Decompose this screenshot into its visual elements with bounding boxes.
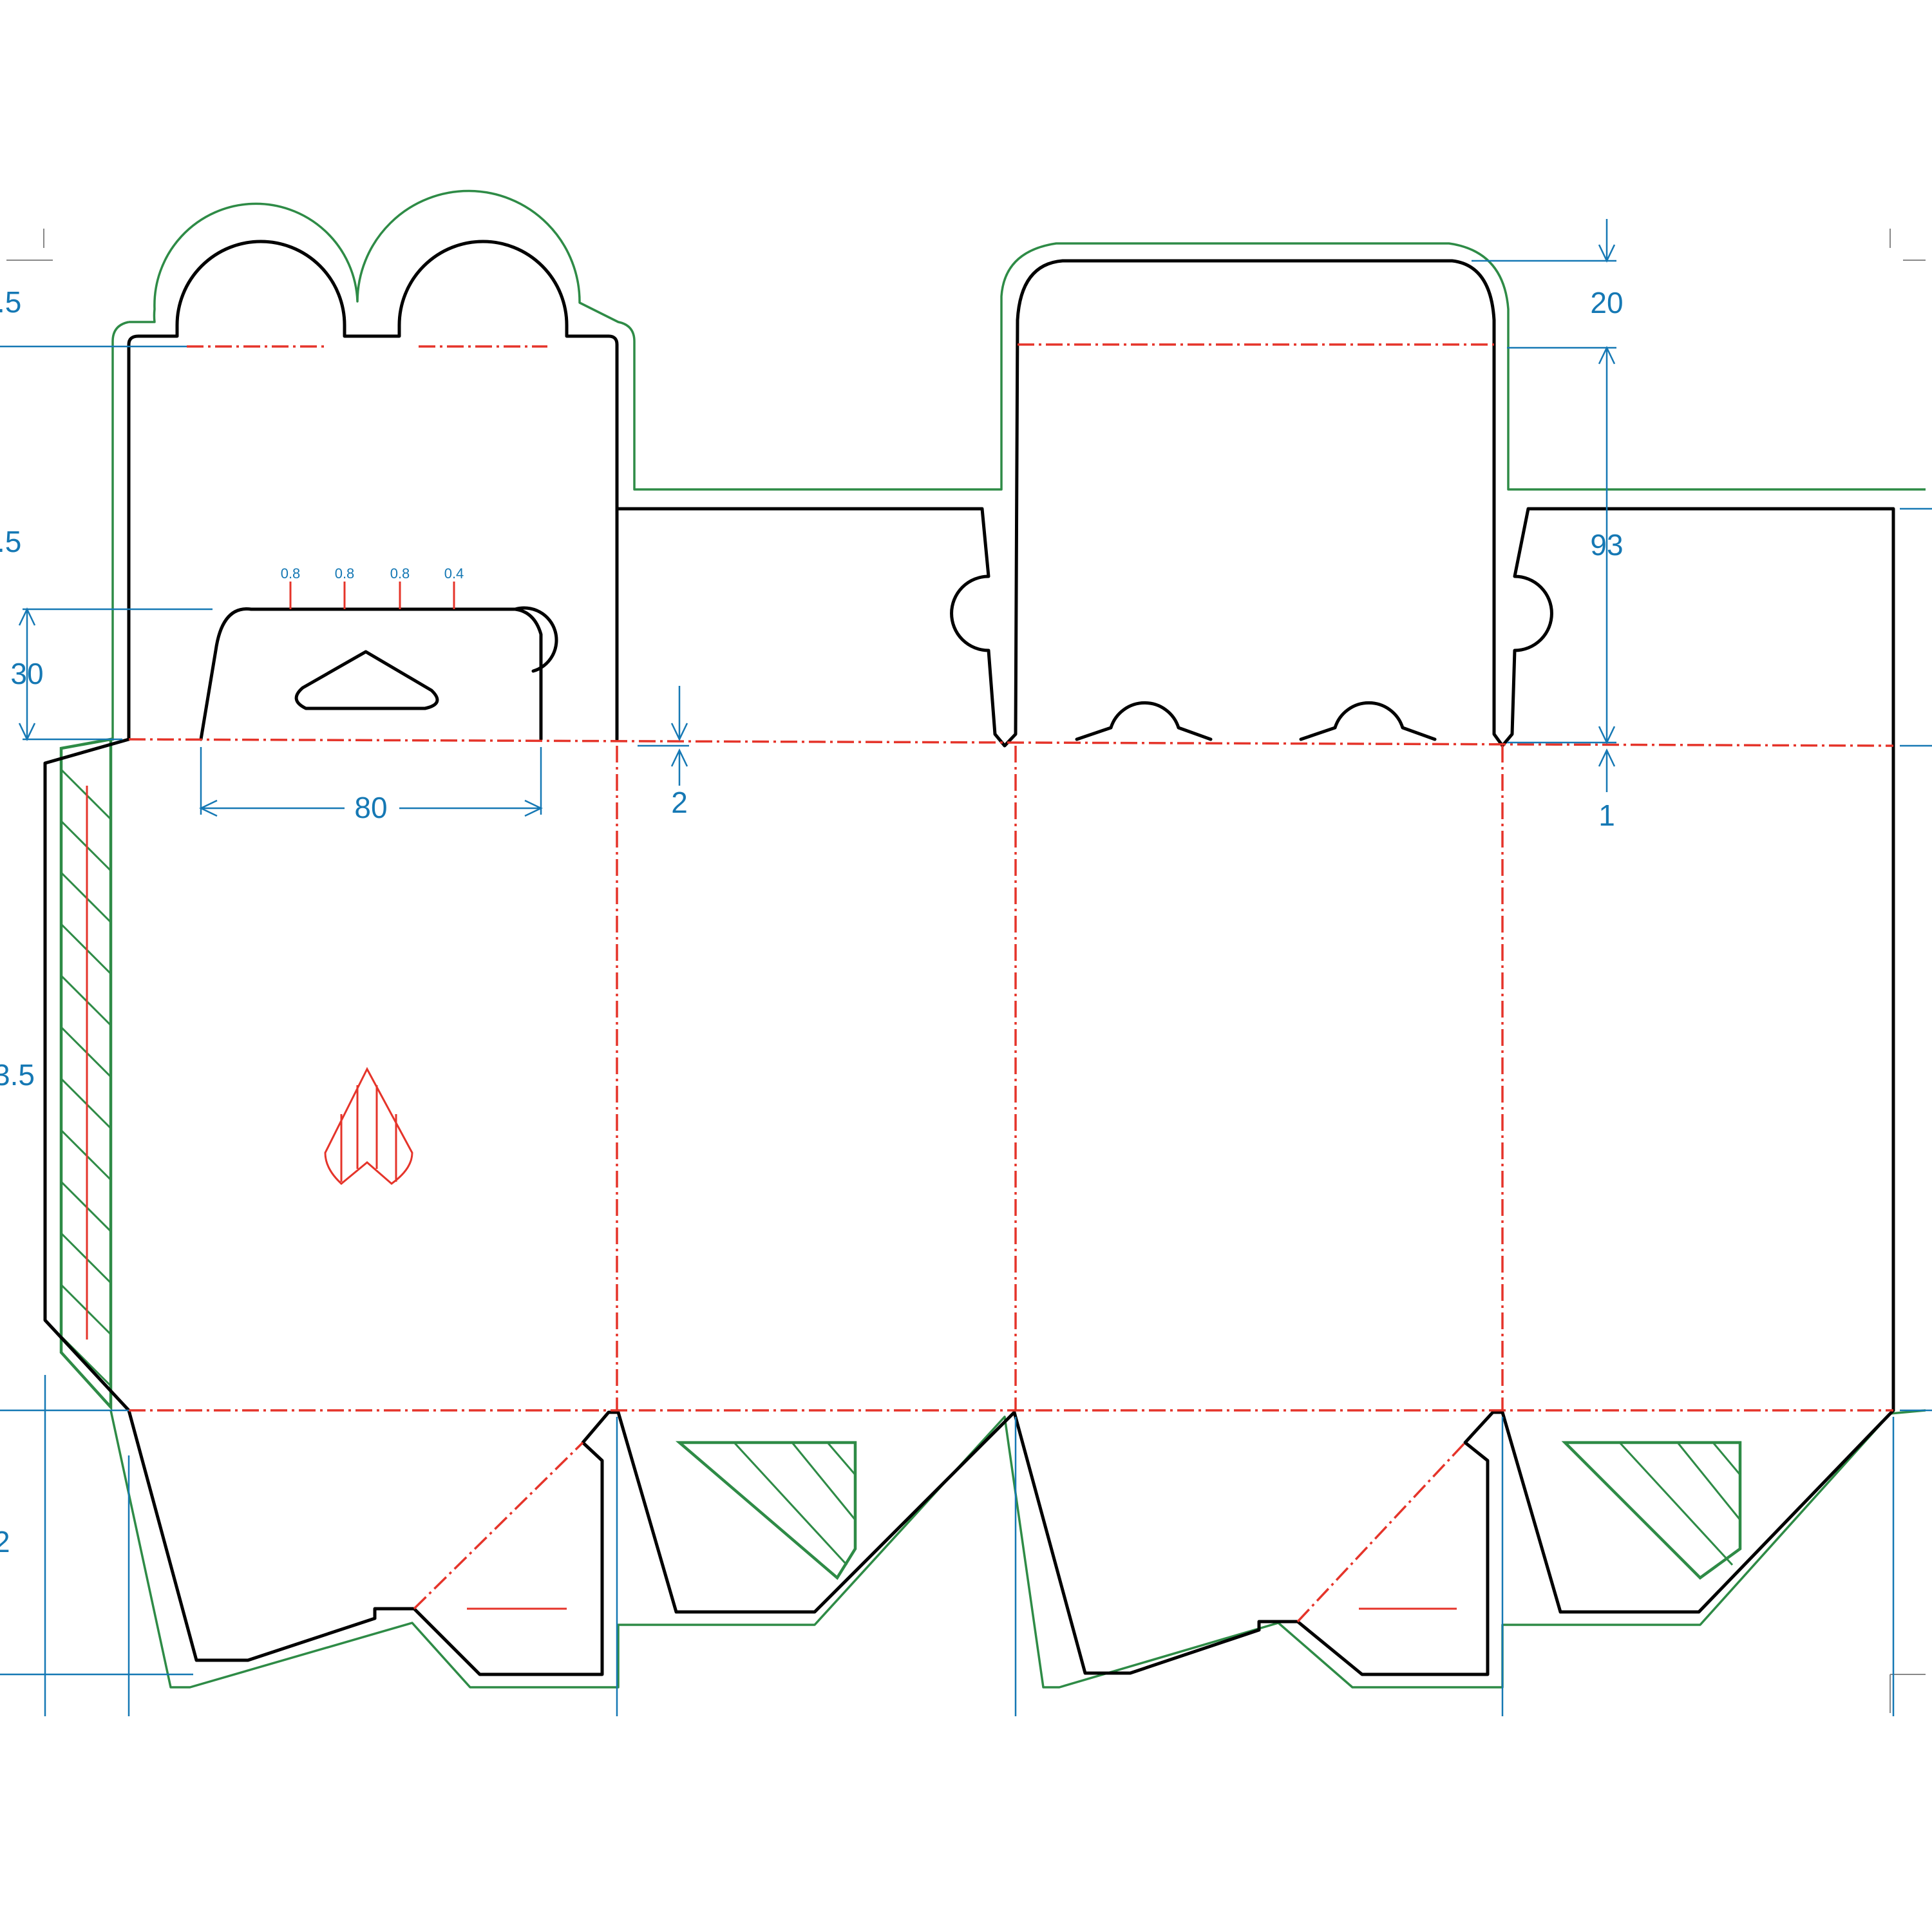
dim-left-top: .5 (0, 285, 21, 319)
dim-hanger-width: 80 (354, 791, 387, 824)
dim-left-bottom: 2 (0, 1525, 10, 1558)
dimension-labels: 20 93 1 2 30 80 .5 .5 3.5 2 0.8 0.8 0.8 … (0, 285, 1624, 1558)
dim-fold-offset-left: 2 (671, 786, 688, 819)
bottom-glue-area-1 (675, 1441, 857, 1580)
dim-fold-offset-right: 1 (1598, 799, 1615, 832)
dim-left-mid: .5 (0, 525, 21, 558)
small-mark-1: 0.8 (281, 565, 301, 582)
orientation-arrow-symbol (324, 1066, 413, 1185)
dimension-lines (0, 219, 1932, 1716)
fold-lines (128, 343, 1894, 1623)
small-mark-4: 0.4 (444, 565, 464, 582)
dim-hanger-height: 30 (10, 657, 43, 690)
small-mark-2: 0.8 (335, 565, 355, 582)
small-mark-3: 0.8 (390, 565, 410, 582)
bottom-glue-area-2 (1561, 1441, 1742, 1580)
glue-flap-hatch (59, 737, 113, 1411)
dim-dust-flap: 93 (1590, 528, 1623, 562)
bleed-outline (109, 189, 1926, 1689)
dim-left-body: 3.5 (0, 1058, 35, 1092)
dim-top-tab: 20 (1590, 286, 1623, 319)
cut-lines (43, 240, 1895, 1676)
registration-marks (6, 229, 1926, 1713)
